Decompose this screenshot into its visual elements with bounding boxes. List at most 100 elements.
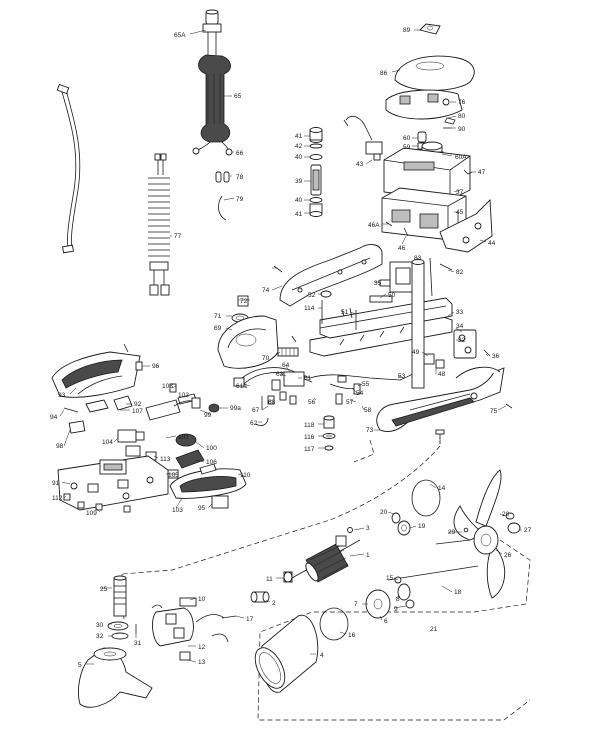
callout-116: 116: [304, 434, 315, 441]
callout-100: 100: [206, 445, 217, 452]
connector-70: [277, 335, 299, 357]
callout-29: 29: [448, 529, 456, 536]
callout-45: 45: [456, 209, 464, 216]
callout-19: 19: [418, 523, 426, 530]
callout-32b: 32: [96, 633, 104, 640]
clip-47: [463, 169, 473, 175]
callout-46A: 46A: [368, 222, 380, 229]
cable-ties: [215, 171, 230, 221]
callout-108: 108: [162, 383, 173, 390]
callout-48: 48: [438, 371, 446, 378]
callout-61: 61: [304, 375, 312, 382]
callout-12: 12: [198, 644, 206, 651]
callout-34: 34: [456, 323, 464, 330]
pedal-spring-parts: [173, 397, 220, 413]
o-ring-16: [319, 607, 349, 641]
callout-110: 110: [240, 472, 251, 479]
callout-37: 37: [456, 189, 464, 196]
callout-57: 57: [346, 399, 354, 406]
lower-unit-dash-outline: [121, 439, 531, 721]
callout-118: 118: [304, 422, 315, 429]
armature: [291, 527, 361, 583]
callout-31: 31: [134, 640, 142, 647]
callout-44: 44: [488, 240, 496, 247]
nose-cone-skeg: [77, 647, 153, 708]
callout-36: 36: [492, 353, 500, 360]
callout-10: 10: [198, 596, 206, 603]
callout-95: 95: [198, 505, 206, 512]
callout-15: 15: [386, 575, 394, 582]
callout-47: 47: [478, 169, 486, 176]
brush-plate: [151, 597, 237, 661]
callout-78: 78: [236, 174, 244, 181]
callout-104: 104: [102, 439, 113, 446]
pedal-tray: [169, 463, 247, 509]
callout-99a: 99a: [230, 405, 241, 412]
bearing-stack: [309, 127, 323, 217]
callout-91: 91: [52, 480, 60, 487]
callout-70: 70: [262, 355, 270, 362]
callout-30: 30: [96, 622, 104, 629]
callout-27: 27: [524, 527, 532, 534]
callout-102: 102: [178, 392, 189, 399]
callout-86: 86: [380, 70, 388, 77]
callout-51: 51: [341, 309, 349, 316]
callout-63: 63: [276, 371, 284, 378]
motor-bracket-housing: [217, 295, 279, 369]
seal-20-19: [391, 512, 411, 536]
callout-65: 65: [234, 93, 242, 100]
callout-76: 76: [458, 99, 466, 106]
callout-4: 4: [320, 652, 324, 659]
o-ring-14: [411, 479, 441, 517]
callout-75: 75: [490, 408, 498, 415]
callout-61a: 61a: [236, 383, 247, 390]
callout-59: 59: [403, 144, 411, 151]
callout-65A: 65A: [174, 32, 186, 39]
callout-43: 43: [356, 161, 364, 168]
callout-82: 82: [456, 269, 464, 276]
clamp-block: [423, 329, 491, 369]
steering-cable-left: [56, 83, 81, 254]
callout-55: 55: [362, 381, 370, 388]
callout-42: 42: [295, 143, 303, 150]
sensor-43: [343, 115, 383, 161]
callout-40: 40: [295, 154, 303, 161]
callout-9: 9: [394, 606, 398, 613]
coil-cord: [148, 153, 170, 296]
callout-64: 64: [282, 362, 290, 369]
callout-107: 107: [132, 408, 143, 415]
callout-60A: 60A: [455, 154, 467, 161]
shaft-column: [411, 259, 425, 389]
side-plate-74: [273, 244, 383, 307]
callout-52: 52: [308, 292, 316, 299]
callout-18: 18: [454, 589, 462, 596]
foot-pedal-cover: [51, 343, 143, 398]
callout-40b: 40: [295, 197, 303, 204]
callout-20: 20: [380, 509, 388, 516]
callout-50: 50: [388, 292, 396, 299]
callout-99: 99: [204, 412, 212, 419]
composite-shaft-housing: [376, 366, 505, 444]
callout-56: 56: [308, 399, 316, 406]
callout-41b: 41: [295, 211, 303, 218]
callout-93: 93: [58, 392, 66, 399]
callout-46: 46: [398, 245, 406, 252]
callout-77: 77: [174, 233, 182, 240]
callout-41: 41: [295, 133, 303, 140]
callout-103: 103: [172, 507, 183, 514]
callout-90: 90: [458, 126, 466, 133]
callout-60: 60: [403, 135, 411, 142]
propeller: [453, 469, 521, 599]
callout-73: 73: [366, 427, 374, 434]
callout-79: 79: [236, 196, 244, 203]
callout-32: 32: [458, 337, 466, 344]
callout-94: 94: [50, 414, 58, 421]
callout-69: 69: [214, 325, 222, 332]
callout-21: 21: [430, 626, 438, 633]
callout-28: 28: [502, 511, 510, 518]
callout-5: 5: [78, 662, 82, 669]
motor-housing-can: [254, 614, 319, 693]
callout-72: 72: [240, 298, 248, 305]
callout-105: 105: [168, 472, 179, 479]
power-cable-assembly: [192, 9, 233, 156]
